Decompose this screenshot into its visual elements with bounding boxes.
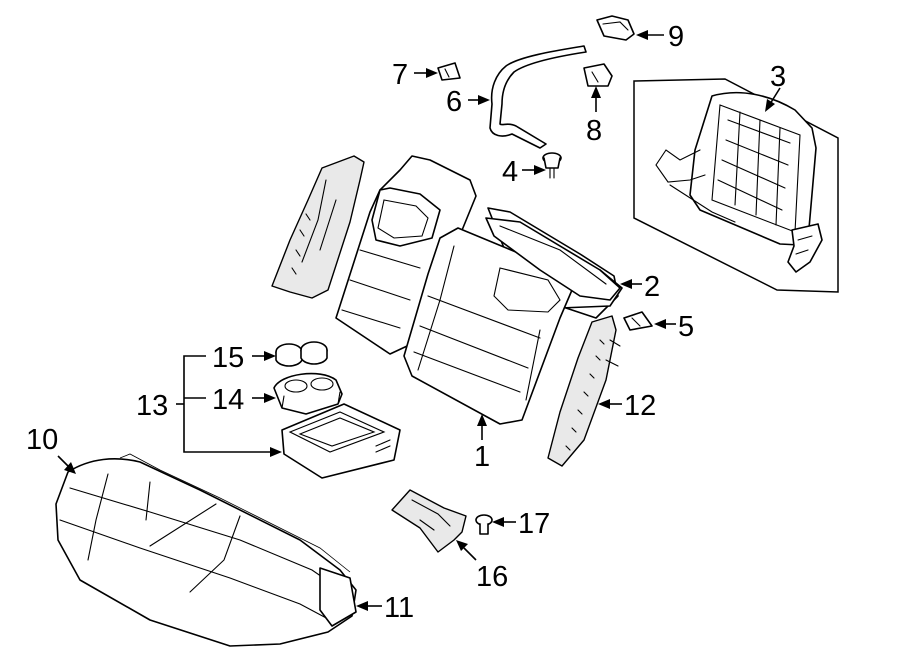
part-14-cup-holder bbox=[273, 372, 343, 415]
callout-8: 8 bbox=[586, 115, 602, 147]
part-9-hinge-cover bbox=[596, 15, 635, 41]
callout-16: 16 bbox=[476, 561, 508, 593]
part-5-clip bbox=[623, 311, 653, 331]
part-16-bracket-cover bbox=[391, 489, 467, 553]
callout-2: 2 bbox=[644, 271, 660, 303]
callout-3: 3 bbox=[770, 61, 786, 93]
part-7-clip bbox=[437, 62, 461, 81]
callout-9: 9 bbox=[668, 21, 684, 53]
part-11-cushion-trim bbox=[319, 567, 357, 627]
callout-5: 5 bbox=[678, 311, 694, 343]
part-10-seat-cushion bbox=[55, 453, 357, 647]
part-17-push-pin bbox=[475, 514, 493, 535]
part-8-clip bbox=[583, 63, 613, 87]
callout-6: 6 bbox=[446, 86, 462, 118]
part-15-cup-inserts bbox=[275, 341, 328, 367]
callout-10: 10 bbox=[26, 424, 58, 456]
left-side-bolster bbox=[271, 155, 365, 299]
callout-11: 11 bbox=[384, 592, 414, 624]
part-6-wire-rod bbox=[489, 45, 587, 149]
callout-13: 13 bbox=[136, 390, 168, 422]
part-4-bolt bbox=[542, 152, 562, 179]
callout-12: 12 bbox=[624, 390, 656, 422]
part-2-upper-trim bbox=[485, 217, 621, 301]
callout-15: 15 bbox=[212, 342, 244, 374]
callout-14: 14 bbox=[212, 384, 244, 416]
part-13-armrest bbox=[281, 403, 401, 479]
callout-17: 17 bbox=[518, 508, 550, 540]
part-3-seat-back-frame bbox=[633, 78, 839, 293]
callout-4: 4 bbox=[502, 156, 518, 188]
leader-lines bbox=[57, 30, 781, 611]
callout-labels: 9 7 6 8 4 3 2 5 12 1 15 14 13 10 11 16 1… bbox=[26, 21, 786, 624]
part-12-side-panel bbox=[547, 315, 621, 467]
callout-1: 1 bbox=[474, 441, 490, 473]
callout-7: 7 bbox=[392, 59, 408, 91]
